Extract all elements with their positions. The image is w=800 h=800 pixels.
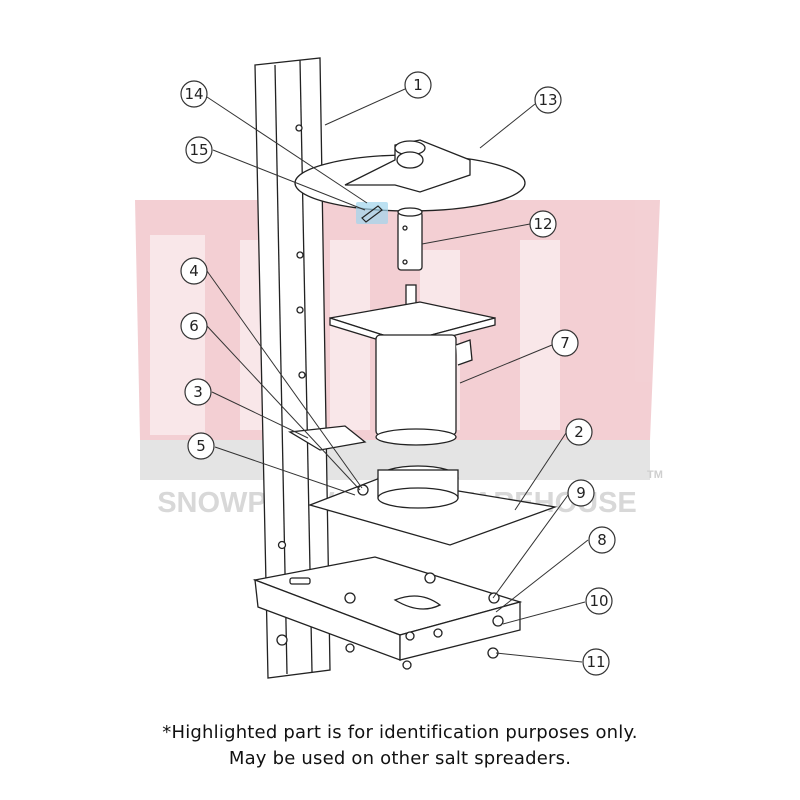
callout-13: 13 <box>538 91 557 109</box>
callout-10: 10 <box>589 592 608 610</box>
callout-7: 7 <box>560 334 570 352</box>
callout-labels: 1 13 14 15 12 4 6 3 5 7 2 9 8 10 11 <box>184 76 608 671</box>
caption-line-2: May be used on other salt spreaders. <box>228 748 572 769</box>
spinner-motor <box>329 284 496 446</box>
spinner-disc <box>294 139 526 212</box>
callout-6: 6 <box>189 317 199 335</box>
callout-11: 11 <box>586 653 605 671</box>
motor-mount-bracket <box>288 425 558 546</box>
callout-1: 1 <box>413 76 423 94</box>
callout-9: 9 <box>576 484 586 502</box>
callout-8: 8 <box>597 531 607 549</box>
vertical-post <box>254 57 331 679</box>
callout-leaders <box>206 88 589 663</box>
callout-14: 14 <box>184 85 203 103</box>
callout-2: 2 <box>574 423 584 441</box>
shaft-coupler <box>397 207 423 271</box>
caption-line-1: *Highlighted part is for identification … <box>162 722 638 743</box>
highlighted-cotter-pin <box>356 202 388 224</box>
exploded-parts-diagram: SNOWPLOW PARTS WAREHOUSE TM <box>135 57 663 679</box>
callout-15: 15 <box>189 141 208 159</box>
callout-12: 12 <box>533 215 552 233</box>
watermark-trademark: TM <box>647 469 663 481</box>
callout-3: 3 <box>193 383 203 401</box>
callouts <box>180 71 616 676</box>
callout-5: 5 <box>196 437 206 455</box>
callout-4: 4 <box>189 262 199 280</box>
